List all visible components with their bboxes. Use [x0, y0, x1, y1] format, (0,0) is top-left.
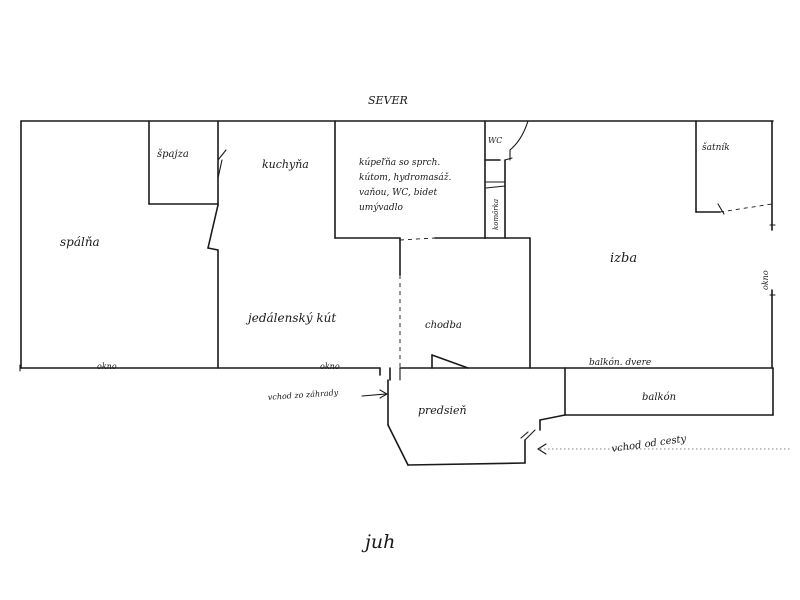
interior-walls-wardrobe [695, 120, 773, 215]
garden-entry-arrow [361, 393, 387, 397]
south-label: juh [361, 531, 395, 553]
window-label-middle: okno [320, 362, 340, 371]
outer-walls [20, 120, 774, 369]
entrance-arrows [361, 389, 790, 455]
room-label-wc: WC [488, 136, 502, 145]
room-label-pantry: špajza [157, 149, 189, 160]
entrance-walls [379, 367, 566, 466]
window-label-right: okno [761, 270, 770, 290]
room-label-bathroom-3: vaňou, WC, bidet [359, 187, 437, 198]
room-label-storage: komôrka [492, 199, 500, 230]
room-label-bathroom-1: kúpeľňa so sprch. [359, 157, 440, 168]
room-label-living-room: izba [610, 251, 637, 266]
interior-walls-left [148, 120, 227, 369]
garden-entry-label: vchod zo záhrady [268, 388, 340, 402]
balcony-walls [564, 367, 774, 416]
window-marks [19, 224, 776, 372]
room-label-wardrobe: šatník [702, 142, 730, 153]
room-label-dining: jedálenský kút [245, 311, 336, 325]
room-label-hallway: chodba [425, 320, 462, 331]
balcony-door-label: balkón. dvere [589, 357, 651, 368]
room-label-entrance: predsieň [418, 404, 467, 417]
interior-walls-bathroom [334, 120, 531, 241]
room-label-bathroom-4: umývadlo [359, 202, 404, 213]
room-label-bathroom-2: kútom, hydromasáž. [359, 172, 452, 183]
north-label: SEVER [368, 94, 408, 107]
window-label-left: okno [97, 362, 117, 371]
room-label-kitchen: kuchyňa [262, 158, 309, 171]
room-label-bedroom: spálňa [60, 235, 100, 249]
room-label-balcony: balkón [642, 392, 676, 403]
road-entry-label: vchod od cesty [611, 434, 687, 455]
interior-walls-hall [399, 237, 531, 369]
